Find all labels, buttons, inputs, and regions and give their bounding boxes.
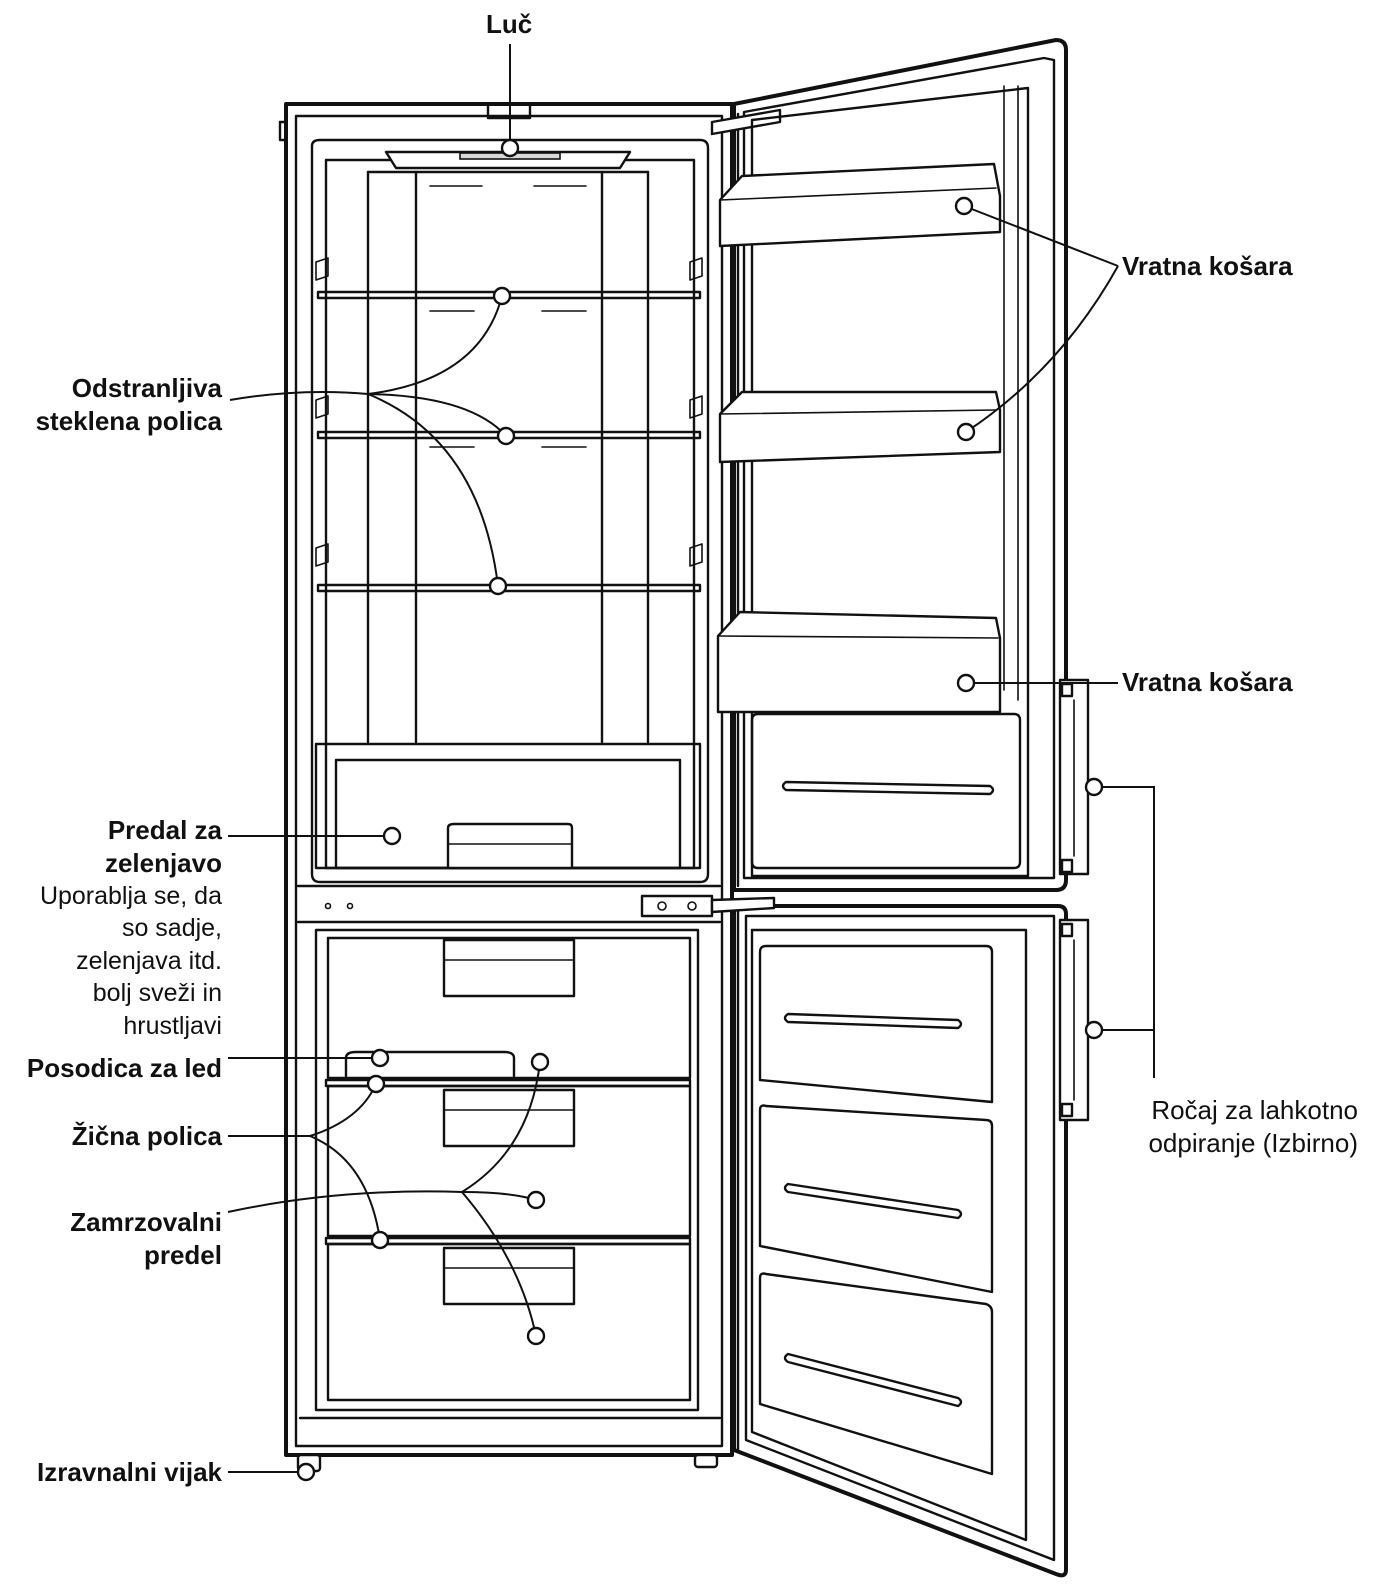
fridge-door bbox=[712, 40, 1088, 890]
label-handle-line1: Ročaj za lahkotno bbox=[1151, 1094, 1358, 1127]
label-freezer-line1: Zamrzovalni bbox=[70, 1206, 222, 1239]
control-panel bbox=[298, 886, 720, 922]
label-door-basket-upper: Vratna košara bbox=[1122, 250, 1293, 283]
label-vegetable-desc-line2: so sadje, bbox=[122, 912, 222, 945]
label-leveling-screw: Izravnalni vijak bbox=[37, 1456, 222, 1489]
label-freezer-line2: predel bbox=[144, 1239, 222, 1272]
label-vegetable-desc-line3: zelenjava itd. bbox=[76, 945, 222, 978]
label-vegetable-drawer-line2: zelenjavo bbox=[105, 847, 222, 880]
label-light: Luč bbox=[486, 8, 532, 41]
label-wire-shelf: Žična polica bbox=[72, 1120, 222, 1153]
label-door-basket-lower: Vratna košara bbox=[1122, 666, 1293, 699]
freezer-door bbox=[712, 898, 1088, 1575]
label-vegetable-desc-line5: hrustljavi bbox=[123, 1010, 222, 1043]
label-vegetable-desc-line1: Uporablja se, da bbox=[40, 880, 222, 913]
label-vegetable-drawer-line1: Predal za bbox=[108, 814, 222, 847]
freezer-compartment bbox=[300, 930, 720, 1418]
fridge-compartment bbox=[312, 140, 708, 882]
label-glass-shelf-line1: Odstranljiva bbox=[72, 372, 222, 405]
label-vegetable-desc-line4: bolj sveži in bbox=[93, 977, 222, 1010]
label-glass-shelf-line2: steklena polica bbox=[36, 405, 222, 438]
label-handle-line2: odpiranje (Izbirno) bbox=[1148, 1127, 1358, 1160]
label-ice-tray: Posodica za led bbox=[27, 1052, 222, 1085]
